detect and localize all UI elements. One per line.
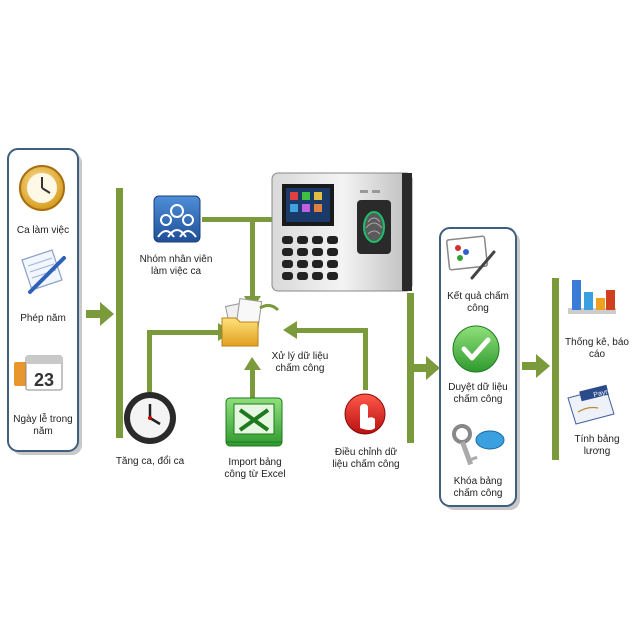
notepad-pen-icon [21, 249, 66, 294]
people-group-icon [153, 195, 201, 243]
label-tinh-bang-luong: Tính bảng lương [574, 434, 620, 457]
arrow-right-shaft [522, 362, 536, 370]
payroll-check-icon: Payroll [567, 384, 616, 425]
arrow-device-shaft [414, 364, 428, 372]
whiteboard-pen-icon [445, 235, 496, 280]
line-adjust-up [363, 328, 368, 390]
arrow-adjust-head [283, 321, 297, 339]
line-overtime-up [147, 330, 152, 392]
vertical-bar-right [552, 278, 559, 460]
label-dieu-chinh: Điều chỉnh dữ liệu chấm công [332, 447, 400, 470]
calendar-number: 23 [34, 370, 54, 390]
label-ca-lam-viec: Ca làm việc [16, 225, 70, 236]
calendar-icon: 23 [14, 355, 63, 391]
arrow-left-head [100, 302, 114, 326]
arrow-right-head [536, 354, 550, 378]
line-excel-up [250, 368, 255, 398]
wall-clock-icon [124, 392, 176, 444]
clock-icon [19, 165, 65, 211]
label-duyet-du-lieu: Duyệt dữ liệu chấm công [448, 382, 508, 405]
label-nhom-nhan-vien: Nhóm nhân viên làm việc ca [139, 254, 213, 277]
arrow-excel-head [244, 357, 261, 370]
fingerprint-terminal-icon [271, 172, 413, 292]
label-khoa-bang: Khóa bảng chấm công [453, 476, 503, 499]
line-group-to-device [202, 217, 274, 222]
excel-icon [225, 397, 283, 447]
line-adjust-left [296, 328, 368, 333]
vertical-bar-device [407, 293, 414, 443]
arrow-left-shaft [86, 310, 100, 318]
folder-files-icon [221, 298, 280, 347]
hand-pointer-icon [344, 393, 386, 435]
vertical-bar-left [116, 188, 123, 438]
line-overtime-right [147, 330, 219, 335]
keys-icon [452, 424, 505, 466]
line-group-down [250, 217, 255, 297]
arrow-device-head [426, 356, 440, 380]
label-ket-qua-cham-cong: Kết quả chấm công [447, 291, 509, 314]
label-phep-nam: Phép năm [20, 313, 66, 324]
label-ngay-le: Ngày lễ trong năm [13, 414, 73, 437]
label-import-excel: Import bảng công từ Excel [224, 457, 286, 480]
label-xu-ly-du-lieu: Xử lý dữ liệu chấm công [271, 351, 329, 374]
bar-chart-icon [568, 280, 616, 314]
label-thong-ke-bao-cao: Thống kê, báo cáo [565, 337, 629, 360]
label-tang-ca: Tăng ca, đổi ca [115, 456, 185, 467]
check-circle-icon [452, 325, 500, 373]
